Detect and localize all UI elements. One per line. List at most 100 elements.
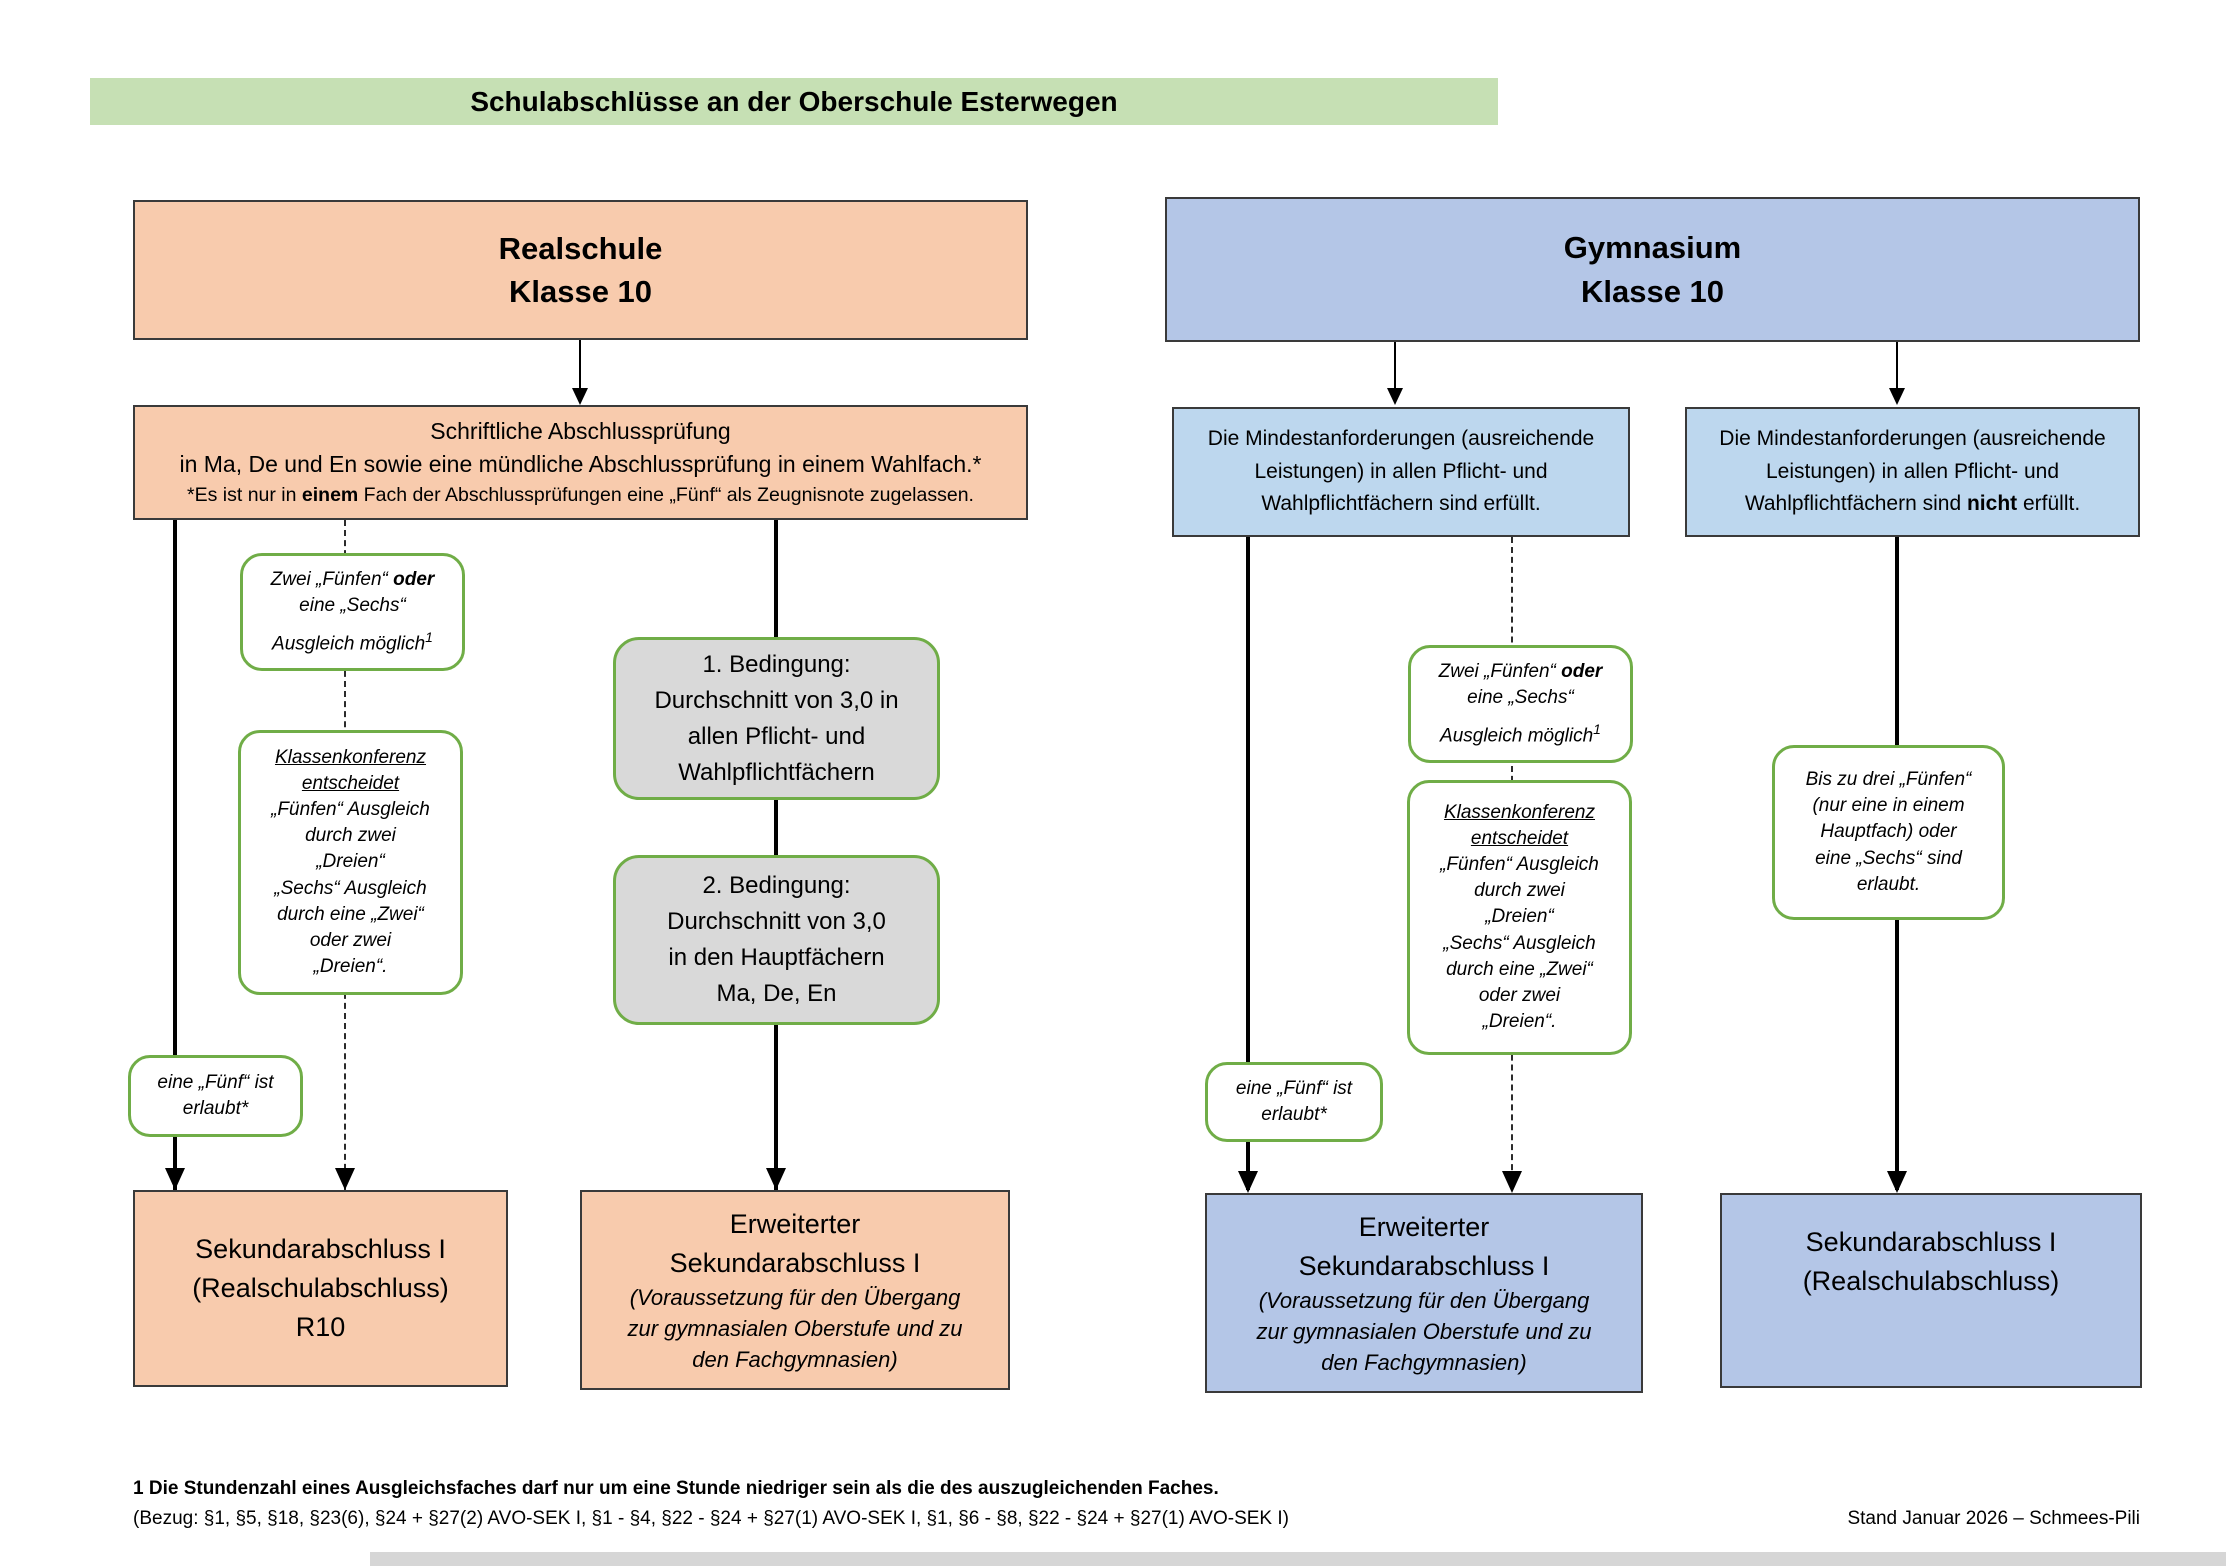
- text-line: Erweiterter: [1358, 1211, 1490, 1242]
- text-line: eine „Sechs“ sind: [1815, 847, 1962, 869]
- result-box-erweiterter-realschule: Erweiterter Sekundarabschluss I (Vorauss…: [580, 1190, 1010, 1390]
- text-line: 2. Bedingung:: [702, 872, 851, 899]
- text-line: (Realschulabschluss): [192, 1272, 449, 1303]
- klassenkonferenz-box-gymnasium: Klassenkonferenz entscheidet „Fünfen“ Au…: [1407, 780, 1632, 1055]
- text-line: erlaubt.: [1856, 873, 1921, 895]
- footnote-marker: 1: [425, 628, 433, 645]
- text-line: Ausgleich möglich1: [272, 628, 433, 658]
- text-line: (Voraussetzung für den Übergang: [1258, 1287, 1590, 1313]
- window-bottom-strip: [370, 1552, 2226, 1566]
- exam-box: Schriftliche Abschlussprüfung in Ma, De …: [133, 405, 1028, 520]
- footnote-marker: 1: [1593, 720, 1601, 737]
- text-line: R10: [295, 1312, 346, 1343]
- text-segment: Ausgleich möglich: [272, 633, 426, 655]
- text-line: allen Pflicht- und: [687, 722, 866, 750]
- text-line: oder zwei: [309, 930, 392, 952]
- text-segment-bold: einem: [301, 483, 359, 506]
- text-line: „Sechs“ Ausgleich: [1443, 932, 1596, 954]
- arrow-down-icon: [335, 1168, 355, 1190]
- text-line: Klasse 10: [1580, 273, 1725, 309]
- text-line: Durchschnitt von 3,0 in: [654, 686, 899, 714]
- text-line: eine „Sechs“: [299, 594, 406, 616]
- exam-footnote: *Es ist nur in einem Fach der Abschlussp…: [187, 481, 974, 510]
- arrow-down-icon: [572, 388, 588, 405]
- text-line: Wahlpflichtfächern: [678, 758, 875, 786]
- text-line: (Voraussetzung für den Übergang: [629, 1284, 961, 1310]
- text-line: erlaubt*: [182, 1098, 249, 1119]
- title-banner: Schulabschlüsse an der Oberschule Esterw…: [90, 78, 1498, 125]
- text-line: „Dreien“.: [1482, 1011, 1557, 1033]
- realschule-header-box: Realschule Klasse 10: [133, 200, 1028, 340]
- text-segment: *Es ist nur in: [187, 483, 302, 506]
- text-line: (Realschulabschluss): [1802, 1266, 2060, 1297]
- mindestanforderungen-erfuellt-box: Die Mindestanforderungen (ausreichende L…: [1172, 407, 1630, 537]
- text-segment: Ausgleich möglich: [1440, 725, 1594, 747]
- result-box-sekundarabschluss-r10: Sekundarabschluss I (Realschulabschluss)…: [133, 1190, 508, 1387]
- arrow-down-icon: [1887, 1171, 1907, 1193]
- arrow-down-icon: [1889, 388, 1905, 405]
- text-line: zur gymnasialen Oberstufe und zu: [1256, 1318, 1592, 1344]
- text-line: Ma, De, En: [716, 980, 837, 1007]
- text-line: „Dreien“: [1485, 906, 1554, 928]
- text-line: Ausgleich möglich1: [1440, 720, 1601, 750]
- text-segment: Fach der Abschlussprüfungen eine „Fünf“ …: [358, 483, 974, 506]
- connector-gym-erfuellt: [1394, 342, 1396, 390]
- text-line: den Fachgymnasien): [692, 1346, 898, 1372]
- gymnasium-header-box: Gymnasium Klasse 10: [1165, 197, 2140, 342]
- text-line: oder zwei: [1478, 985, 1561, 1007]
- arrow-down-icon: [1387, 388, 1403, 405]
- footnote-text: 1 Die Stundenzahl eines Ausgleichsfaches…: [133, 1478, 1219, 1499]
- text-line: den Fachgymnasien): [1321, 1349, 1527, 1375]
- text-line: Leistungen) in allen Pflicht- und: [1254, 459, 1548, 483]
- arrow-down-icon: [165, 1168, 185, 1190]
- text-line: Sekundarabschluss I: [195, 1233, 446, 1264]
- text-line: durch eine „Zwei“: [277, 903, 424, 925]
- text-line: zur gymnasialen Oberstufe und zu: [627, 1315, 963, 1341]
- text-line: in Ma, De und En sowie eine mündliche Ab…: [179, 450, 982, 477]
- text-line: durch eine „Zwei“: [1446, 958, 1593, 980]
- arrow-down-icon: [1502, 1171, 1522, 1193]
- text-line: eine „Fünf“ ist: [157, 1071, 274, 1093]
- text-segment: Wahlpflichtfächern sind: [1744, 492, 1967, 516]
- text-segment-bold: nicht: [1966, 492, 2018, 516]
- text-line: „Fünfen“ Ausgleich: [1440, 853, 1599, 875]
- mindestanforderungen-nicht-erfuellt-box: Die Mindestanforderungen (ausreichende L…: [1685, 407, 2140, 537]
- bedingung1-box: 1. Bedingung: Durchschnitt von 3,0 in al…: [613, 637, 940, 800]
- text-line: entscheidet: [301, 772, 400, 794]
- text-segment: Zwei „Fünfen“: [270, 568, 394, 590]
- version-stamp: Stand Januar 2026 – Schmees-Pili: [1847, 1508, 2140, 1529]
- text-line: Klassenkonferenz: [1443, 801, 1596, 823]
- text-line: durch zwei: [1474, 880, 1565, 902]
- text-line: Sekundarabschluss I: [669, 1247, 921, 1278]
- connector-erfuellt-result-solid: [1246, 537, 1250, 1190]
- text-line: Bis zu drei „Fünfen“: [1805, 768, 1972, 790]
- fuenf-erlaubt-box-realschule: eine „Fünf“ ist erlaubt*: [128, 1055, 303, 1137]
- text-line: „Fünfen“ Ausgleich: [271, 798, 430, 820]
- text-line: Durchschnitt von 3,0: [667, 908, 886, 935]
- connector-gym-nicht-erfuellt: [1896, 342, 1898, 390]
- text-segment: Zwei „Fünfen“: [1438, 660, 1562, 682]
- result-box-erweiterter-gymnasium: Erweiterter Sekundarabschluss I (Vorauss…: [1205, 1193, 1643, 1393]
- text-line: „Dreien“.: [313, 956, 388, 978]
- text-line: entscheidet: [1470, 827, 1569, 849]
- footnote-reference: (Bezug: §1, §5, §18, §23(6), §24 + §27(2…: [133, 1508, 1289, 1529]
- text-line: Die Mindestanforderungen (ausreichende: [1719, 427, 2106, 451]
- text-segment-bold: oder: [1561, 660, 1603, 682]
- text-line: Klassenkonferenz: [274, 746, 427, 768]
- connector-exam-result-solid: [173, 520, 177, 1190]
- text-line: (nur eine in einem: [1812, 795, 1965, 817]
- text-line: „Sechs“ Ausgleich: [274, 877, 427, 899]
- text-line: Leistungen) in allen Pflicht- und: [1765, 459, 2059, 483]
- result-box-sekundarabschluss-gymnasium: Sekundarabschluss I (Realschulabschluss): [1720, 1193, 2142, 1388]
- page-title: Schulabschlüsse an der Oberschule Esterw…: [470, 85, 1118, 117]
- text-line: Realschule: [498, 230, 663, 266]
- text-line: Zwei „Fünfen“ oder: [271, 567, 435, 593]
- text-line: Wahlpflichtfächern sind erfüllt.: [1261, 492, 1541, 516]
- text-segment: erfüllt.: [2017, 492, 2081, 516]
- text-line: Gymnasium: [1563, 230, 1742, 266]
- text-line: Erweiterter: [729, 1208, 861, 1239]
- text-line: eine „Sechs“: [1467, 686, 1574, 708]
- text-line: Sekundarabschluss I: [1298, 1250, 1550, 1281]
- arrow-down-icon: [1238, 1171, 1258, 1193]
